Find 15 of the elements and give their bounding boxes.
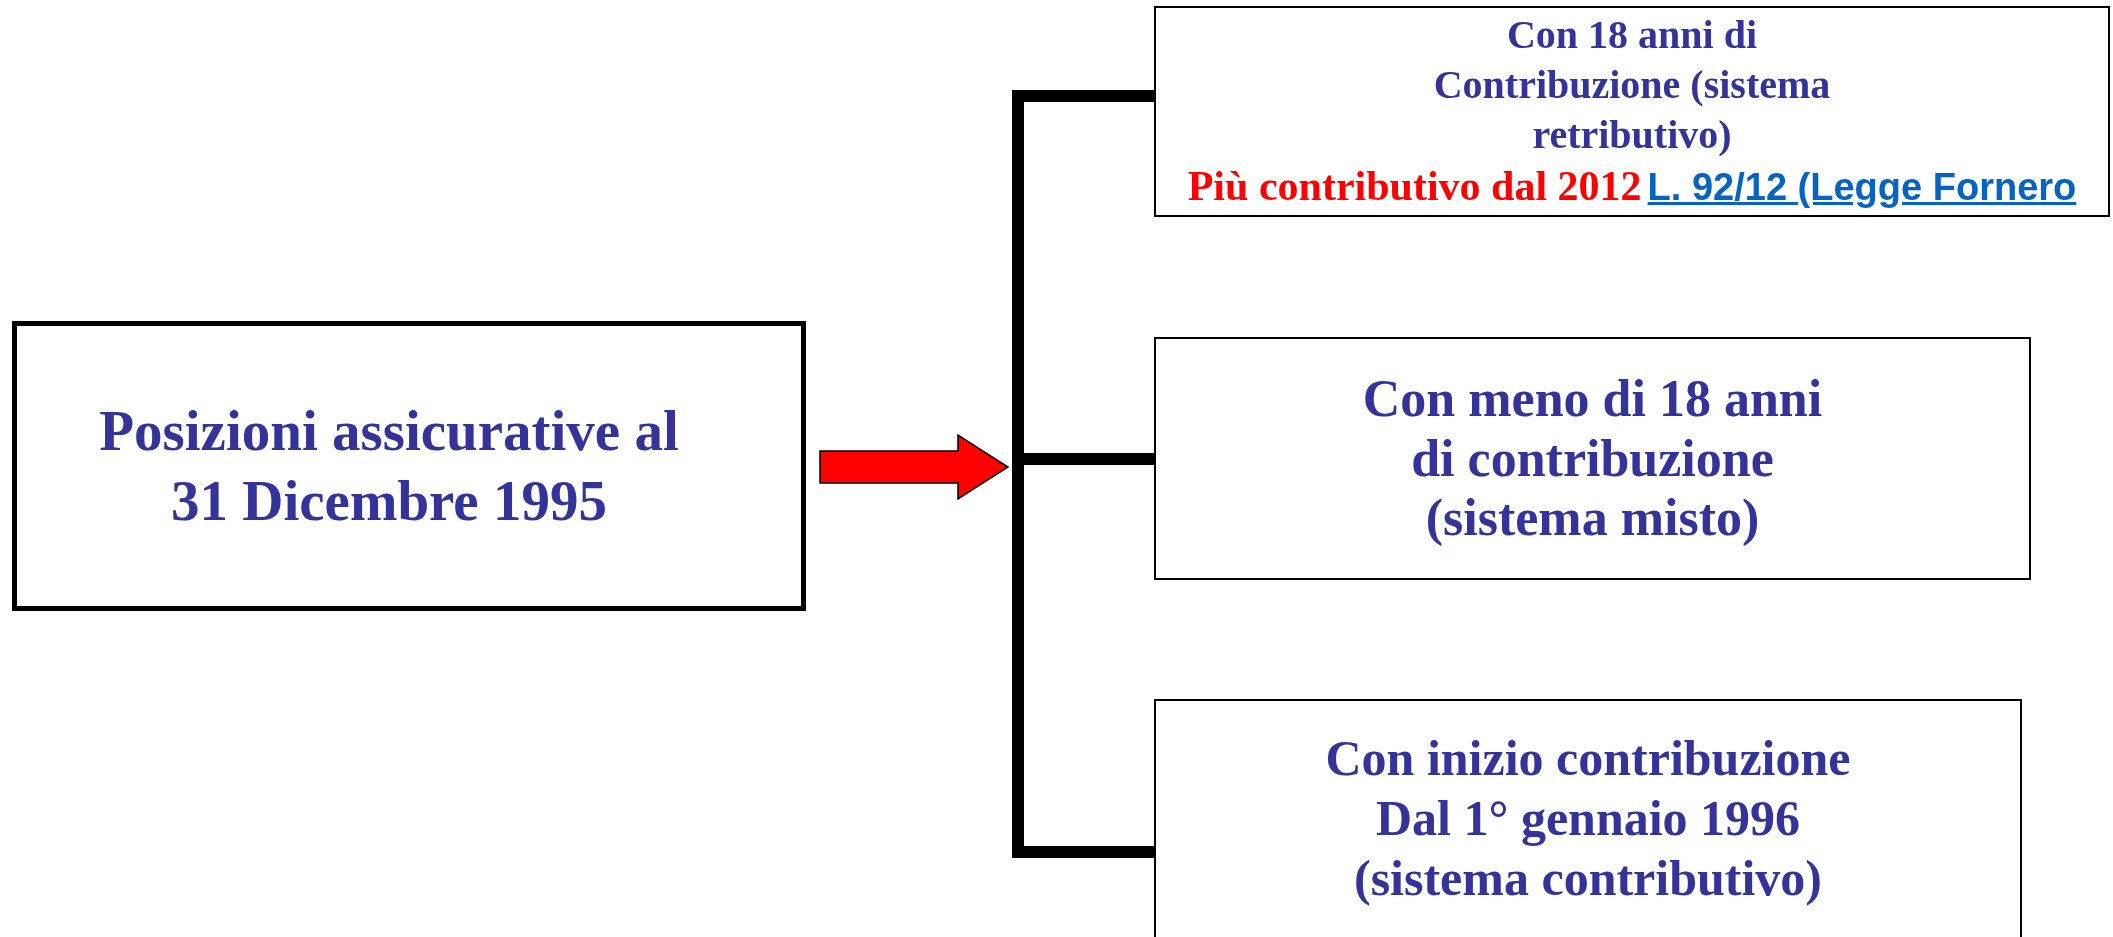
bracket-bar bbox=[1012, 90, 1024, 858]
process-box bbox=[12, 321, 806, 611]
process-box bbox=[1154, 337, 2031, 580]
process-box bbox=[1154, 6, 2110, 217]
connector-line bbox=[1024, 453, 1154, 465]
box-text: Con inizio contribuzione Dal 1° gennaio 1996 (sistema contributivo) bbox=[1324, 729, 1852, 908]
note-text: Più contributivo dal 2012 bbox=[1187, 163, 1642, 210]
process-box bbox=[1154, 699, 2022, 937]
law-link: L. 92/12 (Legge Fornero bbox=[1647, 166, 2077, 209]
box-text: Con meno di 18 anni di contribuzione (sistema misto) bbox=[1361, 368, 1824, 549]
connector-line bbox=[1024, 90, 1154, 102]
connector-line bbox=[1024, 846, 1154, 858]
block-arrow bbox=[819, 433, 1010, 501]
box-text: Posizioni assicurative al 31 Dicembre 1995 bbox=[98, 398, 680, 534]
box-text: Con 18 anni di Contribuzione (sistema retributivo) bbox=[1432, 11, 1832, 160]
